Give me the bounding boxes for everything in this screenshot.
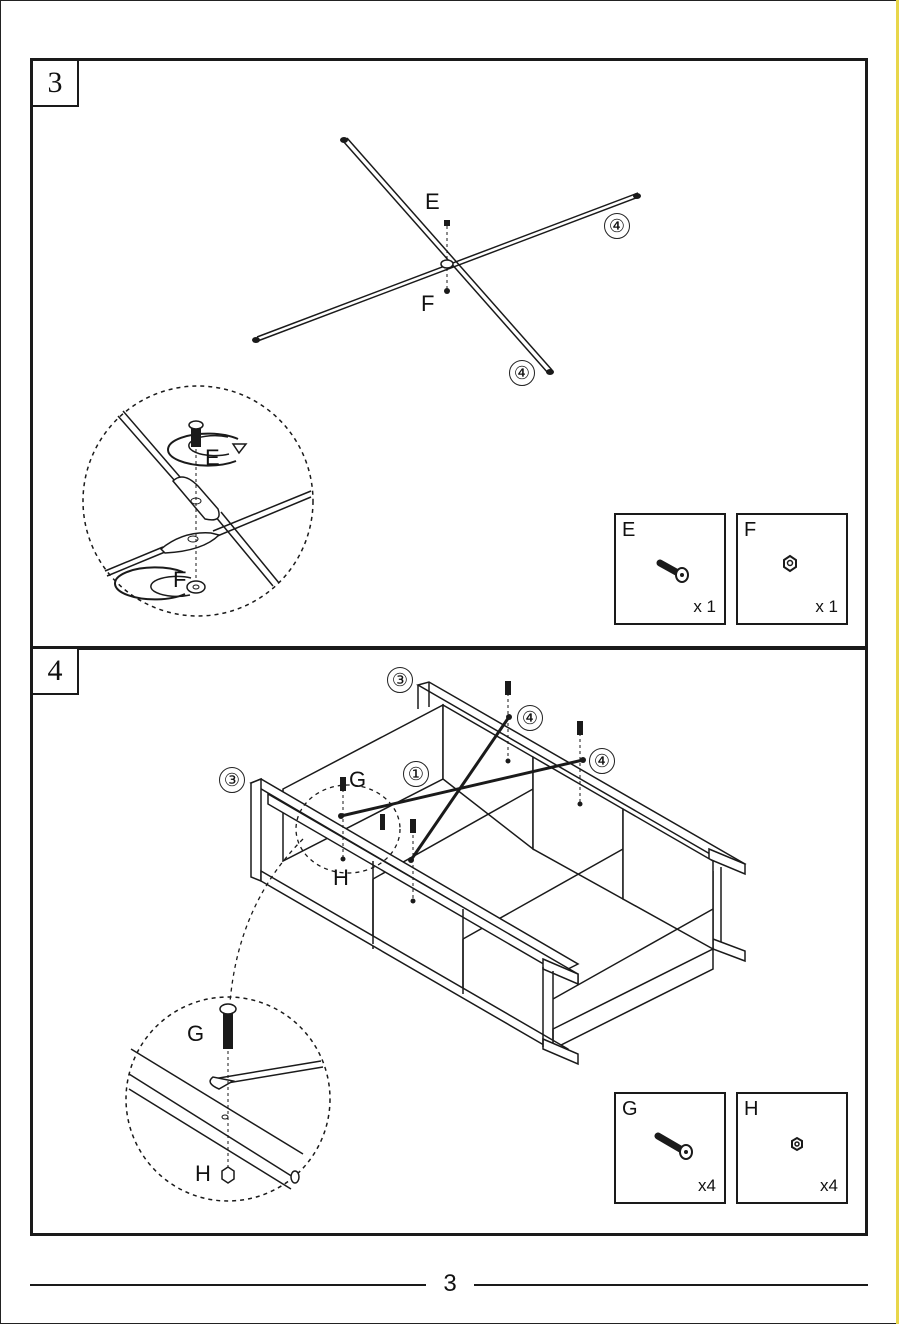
detail-label-e: E <box>205 447 220 469</box>
label-h: H <box>333 867 349 889</box>
detail-label-g: G <box>187 1023 204 1045</box>
detail-magnifier <box>126 997 330 1201</box>
part-callout: ④ <box>517 705 543 731</box>
footer-rule-left <box>30 1284 426 1286</box>
hardware-box-g: G x4 <box>614 1092 726 1204</box>
label-f: F <box>421 293 434 315</box>
step-3-panel: 3 <box>30 58 868 650</box>
hardware-qty: x 1 <box>693 597 716 617</box>
hardware-qty: x4 <box>698 1176 716 1196</box>
page-number: 3 <box>430 1270 470 1298</box>
label-g: G <box>349 769 366 791</box>
detail-label-h: H <box>195 1163 211 1185</box>
hardware-box-e: E x 1 <box>614 513 726 625</box>
detail-label-f: F <box>173 569 186 591</box>
part-callout: ③ <box>219 767 245 793</box>
part-callout: ④ <box>589 748 615 774</box>
part-callout: ① <box>403 761 429 787</box>
footer-rule-right <box>474 1284 868 1286</box>
part-callout: ④ <box>604 213 630 239</box>
hardware-qty: x 1 <box>815 597 838 617</box>
part-callout: ③ <box>387 667 413 693</box>
part-callout: ④ <box>509 360 535 386</box>
step-4-panel: 4 <box>30 646 868 1236</box>
hardware-box-h: H x4 <box>736 1092 848 1204</box>
hardware-qty: x4 <box>820 1176 838 1196</box>
detail-magnifier <box>83 386 313 616</box>
label-e: E <box>425 191 440 213</box>
hardware-box-f: F x 1 <box>736 513 848 625</box>
